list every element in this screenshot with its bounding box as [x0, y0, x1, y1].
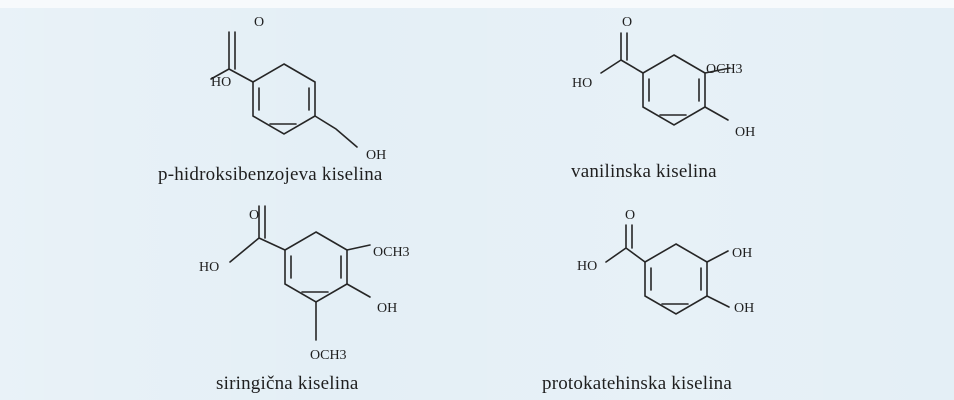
- atom-ho-label: HO: [572, 76, 592, 91]
- hydroxyl-bond: [704, 106, 729, 121]
- methoxy-top-bond: [346, 244, 371, 251]
- hydroxyl-bottom-bond: [706, 295, 730, 308]
- structure-protocatechuic-acid: O HO OH OH: [577, 208, 754, 316]
- atom-o-label: O: [622, 15, 632, 30]
- atom-oh-bottom-label: OH: [734, 301, 754, 316]
- hydroxyl-bond: [314, 115, 358, 148]
- aromatic-inner-bonds: [648, 78, 700, 116]
- atom-ho-label: HO: [577, 259, 597, 274]
- aromatic-inner-bonds: [258, 87, 310, 125]
- atom-oh-label: OH: [735, 125, 755, 140]
- methoxy-bond: [704, 67, 731, 74]
- carboxyl-bonds: [210, 31, 254, 83]
- carboxyl-bonds: [605, 224, 646, 263]
- atom-oh-label: OH: [377, 301, 397, 316]
- atom-ho-label: HO: [199, 260, 219, 275]
- hydroxyl-bond: [346, 283, 371, 298]
- atom-oh-label: OH: [366, 148, 386, 163]
- hydroxyl-top-bond: [706, 250, 729, 263]
- carboxyl-bonds: [600, 32, 644, 74]
- atom-o-label: O: [249, 208, 259, 223]
- atom-och3-bottom-label: OCH3: [310, 348, 347, 363]
- carboxyl-bonds: [229, 205, 286, 263]
- compound-name-label: protokatehinska kiselina: [542, 373, 733, 394]
- atom-o-label: O: [625, 208, 635, 223]
- aromatic-inner-bonds: [650, 267, 702, 305]
- atom-o-label: O: [254, 15, 264, 30]
- atom-ho-label: HO: [211, 75, 231, 90]
- structure-syringic-acid: O HO OCH3 OH OCH3: [199, 205, 410, 363]
- atom-och3-top-label: OCH3: [373, 245, 410, 260]
- compound-name-label: p-hidroksibenzojeva kiselina: [158, 164, 383, 185]
- aromatic-inner-bonds: [290, 255, 342, 293]
- atom-oh-top-label: OH: [732, 246, 752, 261]
- structure-p-hydroxybenzoic-acid: O HO OH: [210, 15, 386, 163]
- structure-vanillic-acid: O HO OCH3 OH: [572, 15, 755, 140]
- compound-name-label: vanilinska kiselina: [571, 161, 717, 182]
- compound-name-label: siringična kiselina: [216, 373, 359, 394]
